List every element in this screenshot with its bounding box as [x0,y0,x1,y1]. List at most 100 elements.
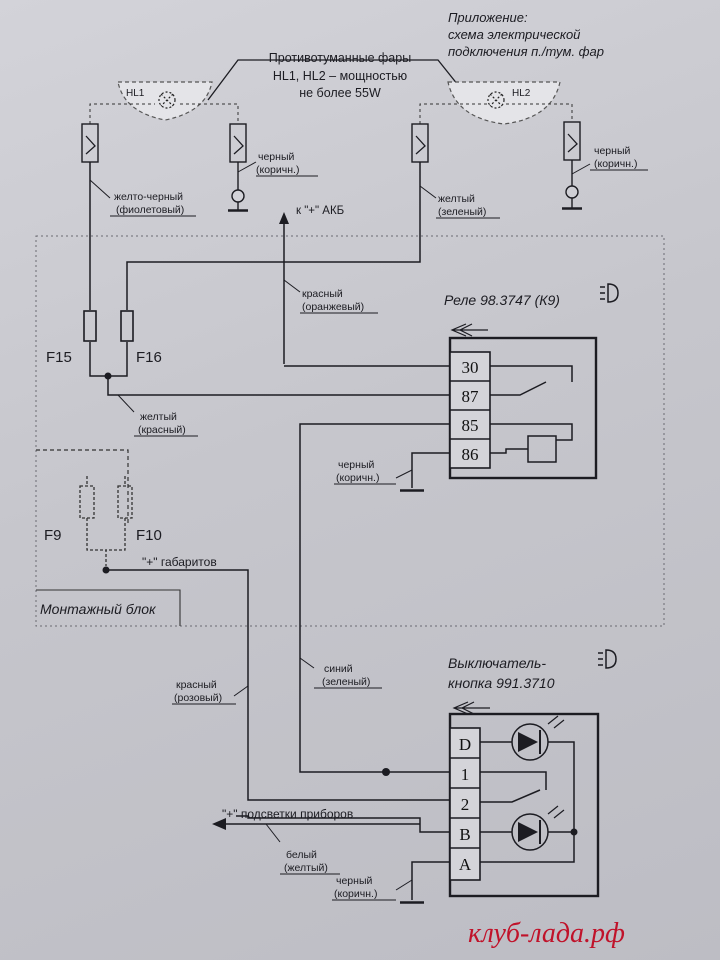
lamp-hl1: HL1 [117,81,213,121]
mounting-block-label-box: Монтажный блок [36,589,181,626]
lamp-ground-right [562,160,582,210]
gabarity-label: "+" габаритов [142,555,217,569]
mounting-block-label: Монтажный блок [40,601,157,617]
wire-label-yellow-red: желтый (красный) [117,394,198,437]
wire-alt-color: (коричн.) [256,164,299,176]
switch-pin-b: B [459,825,470,844]
wire-color: желтый [140,411,177,423]
lamp-connector-4 [563,121,581,161]
relay-internal [490,365,573,463]
fog-lamp-spec-1: HL1, HL2 – мощностью [273,69,407,83]
appendix-line-3: подключения п./тум. фар [448,44,604,59]
led-bottom-icon [511,805,565,851]
switch-pin-1: 1 [461,765,470,784]
backlight-wire [236,815,450,833]
relay-connector-mark-icon [450,323,488,337]
backlight-label: "+" подсветки приборов [222,807,353,821]
lamp-hl1-bulb-icon [158,91,176,109]
switch-title-2: кнопка 991.3710 [448,675,555,691]
fuse-f9-icon [79,476,107,566]
fuse-f15-icon [83,310,97,342]
wire-label-yellow-green: желтый (зеленый) [419,185,500,219]
mounting-block-outline [35,235,665,627]
akb-arrow-icon [279,212,289,224]
wire-color: черный [338,459,374,471]
top-wires [89,162,421,364]
lamp-connector-1 [81,123,99,163]
wire-label-yellow-black: желто-черный (фиолетовый) [89,179,196,217]
lamp-hl2-bulb-icon [487,91,505,109]
wire-color: белый [286,849,317,861]
junction-dot [104,372,112,380]
lamp-connector-2 [229,123,247,163]
fuse-label-f15: F15 [46,349,72,366]
wire-alt-color: (зеленый) [438,206,486,218]
wire-label-red-orange: красный (оранжевый) [283,279,378,314]
appendix-heading: Приложение: схема электрической подключе… [448,10,604,59]
wire-color: черный [258,151,294,163]
wire-alt-color: (коричн.) [334,888,377,900]
relay-85-wire [299,423,450,773]
wire-label-red-pink: красный (розовый) [172,679,249,705]
lamp-leads [89,103,573,124]
relay: 30 87 85 86 [448,336,598,480]
lamp-connector-3 [411,123,429,163]
switch-pin-a: A [459,855,472,874]
relay-pin-86: 86 [462,445,479,464]
backlight-arrow-icon [212,818,226,830]
fog-lamp-spec-2: не более 55W [299,86,381,100]
wire-color: черный [594,145,630,157]
switch-internal [480,741,575,863]
wire-alt-color: (желтый) [284,862,328,874]
switch-connector-mark-icon [452,701,490,715]
relay-pin-block: 30 87 85 86 [449,351,491,469]
relay-pin-85: 85 [462,416,479,435]
wire-color: желто-черный [114,191,183,203]
wire-label-white-yellow: белый (желтый) [265,823,340,875]
fuse-label-f10: F10 [136,527,162,544]
wire-label-black-brown-top-left: черный (коричн.) [237,151,318,177]
fuse-group-dashed [36,449,129,526]
wire-color: красный [302,288,343,300]
wire-alt-color: (фиолетовый) [116,204,184,216]
wire-label-blue-green: синий (зеленый) [299,657,382,689]
wire-label-black-brown-relay: черный (коричн.) [334,459,413,485]
switch-pin-2: 2 [461,795,470,814]
junction-dot [382,768,390,776]
relay-light-icon [600,283,619,303]
wire-alt-color: (зеленый) [322,676,370,688]
fuse-f16-icon [120,310,134,342]
wire-color: синий [324,663,353,675]
appendix-line-1: Приложение: [448,10,528,25]
fog-lamp-title-box: Противотуманные фары HL1, HL2 – мощность… [207,51,471,101]
lamp-hl1-label: HL1 [126,88,145,99]
gabarity-wire [106,569,450,801]
wire-label-black-brown-switch: черный (коричн.) [332,875,413,901]
akb-label: к "+" АКБ [296,205,344,217]
fuse-label-f9: F9 [44,527,62,544]
wire-alt-color: (красный) [138,424,186,436]
switch-pin-block: D 1 2 B A [449,727,481,881]
appendix-line-2: схема электрической [448,27,580,42]
relay-pin-30: 30 [462,358,479,377]
fuse-f10-icon [106,476,133,551]
led-top-icon [511,715,565,761]
wire-alt-color: (оранжевый) [302,301,364,313]
wire-alt-color: (коричн.) [594,158,637,170]
wire-alt-color: (коричн.) [336,472,379,484]
lamp-ground-left [228,162,248,212]
lamp-hl2-label: HL2 [512,88,531,99]
wire-color: черный [336,875,372,887]
fuse-label-f16: F16 [136,349,162,366]
fog-lamp-title: Противотуманные фары [269,51,411,65]
switch-pin-d: D [459,735,471,754]
relay-pin-87: 87 [462,387,480,406]
wire-alt-color: (розовый) [174,692,222,704]
wire-label-black-brown-top-right: черный (коричн.) [571,145,648,175]
relay-86-ground [400,452,450,492]
switch-button: D 1 2 B A [448,712,600,898]
wire-color: красный [176,679,217,691]
relay-title: Реле 98.3747 (К9) [444,292,560,308]
